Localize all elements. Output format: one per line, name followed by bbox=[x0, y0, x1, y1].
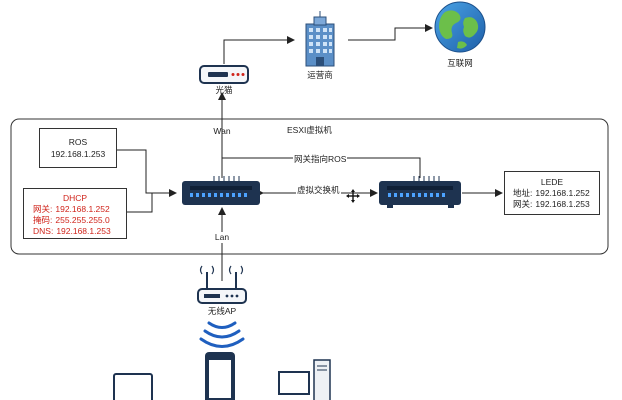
dhcp-box: DHCP 网关: 192.168.1.252 掩码: 255.255.255.0… bbox=[23, 188, 127, 239]
ros-ip: 192.168.1.253 bbox=[50, 149, 106, 159]
modem-icon bbox=[199, 65, 249, 84]
lan-label: Lan bbox=[202, 232, 242, 243]
lede-name: LEDE bbox=[540, 177, 564, 187]
building-icon bbox=[305, 11, 335, 67]
phone-icon bbox=[205, 352, 235, 400]
modem-label: 光猫 bbox=[215, 85, 233, 95]
lede-address-value: 192.168.1.252 bbox=[535, 188, 590, 198]
dhcp-dns-row: DNS: 192.168.1.253 bbox=[33, 226, 111, 237]
lede-gateway-key: 网关: bbox=[513, 199, 533, 209]
ros-name: ROS bbox=[68, 137, 88, 147]
ap-label: 无线AP bbox=[207, 306, 237, 316]
laptop-icon bbox=[113, 373, 153, 400]
connector-lines bbox=[117, 24, 503, 281]
dhcp-mask-value: 255.255.255.0 bbox=[55, 215, 110, 225]
lede-box: LEDE 地址: 192.168.1.252 网关: 192.168.1.253 bbox=[504, 171, 600, 215]
internet-label: 互联网 bbox=[447, 58, 473, 68]
dhcp-gateway-key: 网关: bbox=[33, 204, 53, 214]
dhcp-title: DHCP bbox=[62, 193, 88, 203]
dhcp-mask-row: 掩码: 255.255.255.0 bbox=[33, 215, 110, 226]
globe-icon bbox=[434, 1, 486, 53]
dhcp-gateway-row: 网关: 192.168.1.252 bbox=[33, 204, 110, 215]
lede-gateway-row: 网关: 192.168.1.253 bbox=[513, 199, 590, 210]
dhcp-dns-value: 192.168.1.253 bbox=[56, 226, 111, 236]
switch-icon bbox=[182, 176, 260, 205]
lede-gateway-value: 192.168.1.253 bbox=[535, 199, 590, 209]
wan-label: Wan bbox=[213, 126, 231, 136]
esxi-frame bbox=[10, 118, 609, 255]
esxi-title: ESXI虚拟机 bbox=[287, 125, 332, 135]
ros-box: ROS 192.168.1.253 bbox=[39, 128, 117, 168]
dhcp-gateway-value: 192.168.1.252 bbox=[55, 204, 110, 214]
vswitch-label: 虚拟交换机 bbox=[296, 185, 341, 196]
dhcp-mask-key: 掩码: bbox=[33, 215, 53, 225]
ap-icon bbox=[197, 265, 247, 304]
gateway-to-ros-label: 网关指向ROS bbox=[293, 154, 348, 165]
move-cursor-icon bbox=[346, 189, 360, 203]
wifi-icon bbox=[199, 321, 245, 348]
lede-address-key: 地址: bbox=[513, 188, 533, 198]
isp-label: 运营商 bbox=[307, 70, 333, 80]
desktop-icon bbox=[278, 359, 331, 400]
dhcp-dns-key: DNS: bbox=[33, 226, 54, 236]
switch-icon bbox=[379, 176, 461, 208]
lede-address-row: 地址: 192.168.1.252 bbox=[513, 188, 590, 199]
